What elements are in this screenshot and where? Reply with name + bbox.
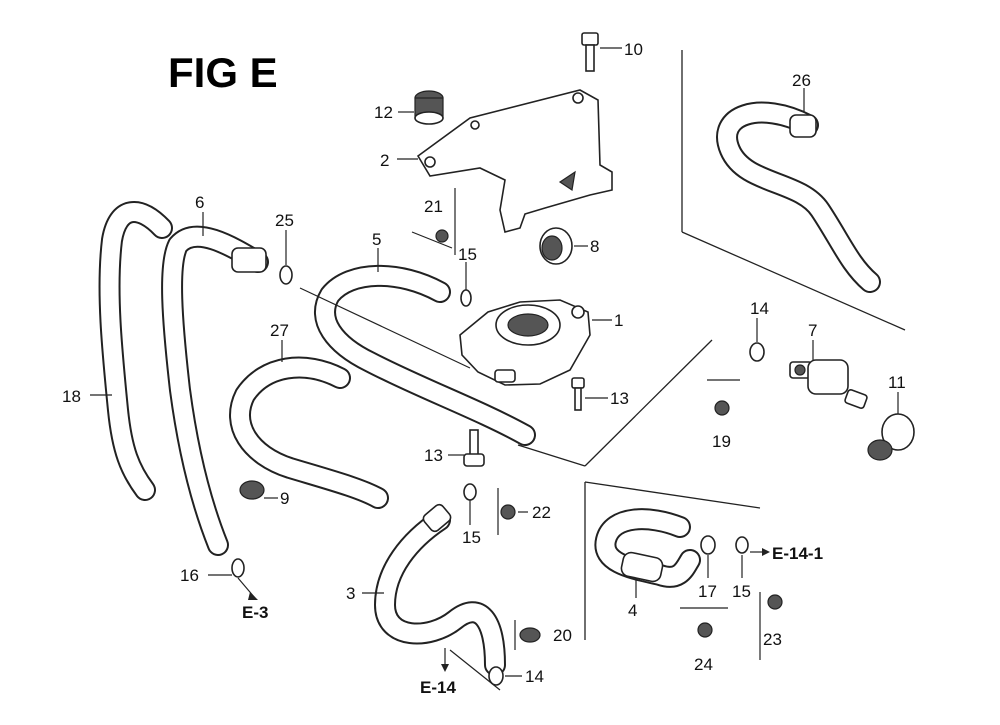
hose-6 (161, 212, 269, 556)
callout-18: 18 (62, 387, 81, 406)
clip-23 (759, 592, 783, 660)
callout-14-lower: 14 (525, 667, 544, 686)
clamp-25 (279, 230, 293, 285)
clamp-15-upper (460, 262, 472, 307)
callout-21: 21 (424, 197, 443, 216)
reference-e-14-1: E-14-1 (772, 544, 823, 563)
fuel-filter-7 (789, 340, 868, 409)
hose-5 (314, 248, 536, 446)
clamp-14-lower (488, 666, 522, 686)
clip-21 (411, 188, 456, 255)
clip-19 (707, 379, 740, 416)
callout-4: 4 (628, 601, 637, 620)
figure-title: FIG E (168, 49, 278, 96)
callout-14-upper: 14 (750, 299, 769, 318)
callout-16: 16 (180, 566, 199, 585)
reference-e-14: E-14 (420, 678, 456, 697)
callout-20: 20 (553, 626, 572, 645)
hose-18 (90, 201, 173, 501)
callout-19: 19 (712, 432, 731, 451)
callout-17: 17 (698, 582, 717, 601)
reference-e-3: E-3 (242, 603, 268, 622)
clip-9 (239, 480, 278, 500)
clip-24 (680, 607, 728, 638)
clamp-11 (867, 392, 915, 461)
bracket-2 (397, 89, 613, 233)
callout-1: 1 (614, 311, 623, 330)
callout-12: 12 (374, 103, 393, 122)
callout-22: 22 (532, 503, 551, 522)
callout-23: 23 (763, 630, 782, 649)
callout-15-upper: 15 (458, 245, 477, 264)
callout-6: 6 (195, 193, 204, 212)
callout-13-right: 13 (610, 389, 629, 408)
callout-9: 9 (280, 489, 289, 508)
callout-26: 26 (792, 71, 811, 90)
group-frame-7 (517, 339, 713, 467)
callout-10: 10 (624, 40, 643, 59)
callout-8: 8 (590, 237, 599, 256)
hose-3 (362, 503, 506, 691)
callout-3: 3 (346, 584, 355, 603)
hose-27 (229, 340, 389, 509)
callout-11: 11 (888, 373, 906, 392)
bolt-13-left (448, 429, 485, 467)
callout-24: 24 (694, 655, 713, 674)
callout-25: 25 (275, 211, 294, 230)
hose-4 (594, 508, 701, 598)
callout-2: 2 (380, 151, 389, 170)
bolt-13-right (571, 377, 608, 411)
callout-27: 27 (270, 321, 289, 340)
clamp-14-upper (749, 318, 765, 362)
grommet-8 (539, 227, 588, 265)
hose-26 (716, 88, 881, 293)
inset-frame-26 (681, 50, 906, 331)
callout-13-left: 13 (424, 446, 443, 465)
clip-22 (497, 488, 528, 535)
clamp-15-middle (463, 483, 477, 525)
fuel-pump-1 (299, 287, 612, 386)
clamp-16 (208, 558, 258, 600)
callout-7: 7 (808, 321, 817, 340)
callout-15-middle: 15 (462, 528, 481, 547)
callout-5: 5 (372, 230, 381, 249)
clamp-17 (700, 535, 716, 578)
callout-15-right: 15 (732, 582, 751, 601)
group-frame-4 (584, 481, 761, 640)
grommet-12 (398, 90, 444, 125)
clip-20 (514, 620, 541, 650)
bolt-10 (581, 32, 622, 72)
clamp-15-right (735, 536, 770, 578)
